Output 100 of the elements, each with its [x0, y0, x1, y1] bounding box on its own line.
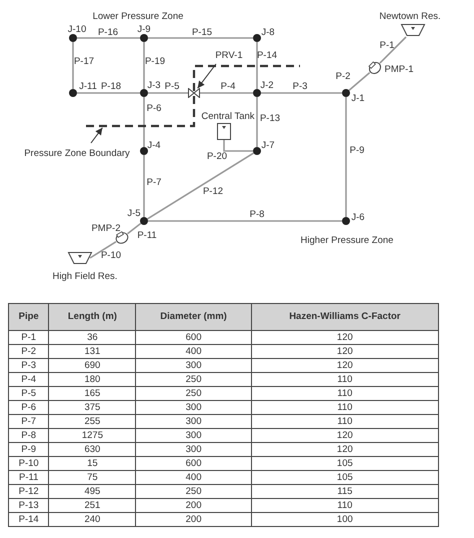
reservoir-label: Newtown Res. — [379, 12, 441, 22]
table-cell: P-13 — [8, 498, 49, 512]
column-header: Hazen-Williams C-Factor — [251, 304, 438, 330]
table-cell: 110 — [251, 414, 438, 428]
table-cell: 15 — [48, 456, 136, 470]
column-header: Length (m) — [48, 304, 136, 330]
pipe-label: P-4 — [220, 82, 236, 92]
pipe-label: P-1 — [380, 40, 394, 52]
junction-label: J-9 — [137, 24, 151, 36]
column-header: Diameter (mm) — [136, 304, 252, 330]
table-cell: 75 — [48, 470, 136, 484]
pipe-line — [379, 36, 407, 64]
pipe-line — [143, 42, 145, 89]
leader-arrow — [197, 64, 216, 89]
pipe-label: P-9 — [350, 146, 364, 156]
pipe-line — [77, 92, 140, 94]
pipe-label: P-12 — [202, 186, 224, 198]
callout-label: Pressure Zone Boundary — [24, 148, 130, 160]
table-cell: 300 — [136, 428, 252, 442]
table-cell: 180 — [48, 372, 136, 386]
table-cell: 300 — [136, 442, 252, 456]
pipe-label: P-6 — [146, 104, 162, 114]
table-cell: P-8 — [8, 428, 49, 442]
table-cell: 400 — [136, 470, 252, 484]
table-cell: 105 — [251, 470, 438, 484]
table-cell: 120 — [251, 344, 438, 358]
table-cell: P-9 — [8, 442, 49, 456]
table-cell: 1275 — [48, 428, 136, 442]
junction-label: J-4 — [147, 140, 161, 152]
pipe-label: P-17 — [74, 56, 94, 68]
junction-label: J-1 — [351, 94, 365, 104]
pipe-label: P-19 — [144, 56, 166, 68]
table-cell: 120 — [251, 442, 438, 456]
pipe-label: P-11 — [137, 230, 157, 242]
table-cell: P-2 — [8, 344, 49, 358]
pipe-line — [256, 42, 258, 89]
zone-label: Lower Pressure Zone — [92, 12, 184, 22]
pipe-line — [200, 92, 253, 94]
pipe-line — [348, 72, 370, 91]
pipe-line — [148, 92, 188, 94]
pipe-label: P-16 — [98, 28, 118, 38]
pipe-line — [223, 140, 253, 152]
table-cell: 131 — [48, 344, 136, 358]
pipe-line — [256, 97, 258, 147]
pipe-line — [72, 42, 74, 89]
pipe-label: P-15 — [192, 28, 212, 38]
table-cell: 120 — [251, 358, 438, 372]
table-cell: 690 — [48, 358, 136, 372]
junction-label: J-8 — [261, 28, 275, 38]
table-cell: 250 — [136, 484, 252, 498]
table-cell: 110 — [251, 372, 438, 386]
column-header: Pipe — [8, 304, 49, 330]
table-cell: 250 — [136, 386, 252, 400]
table-cell: P-4 — [8, 372, 49, 386]
junction-label: J-2 — [260, 80, 274, 92]
pipe-line — [143, 97, 145, 147]
table-cell: 600 — [136, 456, 252, 470]
pump-label: PMP-1 — [384, 64, 414, 76]
callout-label: PRV-1 — [215, 50, 243, 62]
table-cell: 250 — [136, 372, 252, 386]
table-cell: 600 — [136, 330, 252, 344]
table-cell: P-3 — [8, 358, 49, 372]
junction-label: J-5 — [127, 208, 141, 220]
table-cell: 110 — [251, 498, 438, 512]
table-cell: 400 — [136, 344, 252, 358]
pipe-label: P-8 — [250, 210, 264, 220]
pipe-line — [77, 37, 140, 39]
table-cell: 115 — [251, 484, 438, 498]
table-cell: P-1 — [8, 330, 49, 344]
table-cell: P-5 — [8, 386, 49, 400]
pump-label: PMP-2 — [91, 224, 120, 234]
table-cell: 251 — [48, 498, 136, 512]
pipe-line — [127, 222, 142, 234]
junction-label: J-11 — [79, 82, 97, 92]
table-cell: 300 — [136, 414, 252, 428]
table-cell: P-7 — [8, 414, 49, 428]
pipe-label: P-5 — [164, 82, 180, 92]
pipe-line — [148, 37, 253, 39]
pipe-line — [345, 97, 347, 217]
pipe-label: P-2 — [336, 72, 350, 82]
pipe-label: P-3 — [292, 82, 308, 92]
table-cell: P-14 — [8, 512, 49, 526]
leader-arrow — [90, 127, 103, 144]
table-cell: 110 — [251, 386, 438, 400]
table-cell: 165 — [48, 386, 136, 400]
table-cell: 255 — [48, 414, 136, 428]
table-cell: 110 — [251, 400, 438, 414]
table-cell: 120 — [251, 330, 438, 344]
pipe-line — [143, 155, 145, 217]
table-cell: P-6 — [8, 400, 49, 414]
table-cell: 375 — [48, 400, 136, 414]
pipe-line — [261, 92, 342, 94]
pipe-label: P-14 — [256, 50, 278, 62]
pipe-label: P-18 — [100, 82, 122, 92]
junction-label: J-7 — [261, 140, 275, 152]
table-cell: P-11 — [8, 470, 49, 484]
pipe-line — [148, 220, 342, 222]
pipe-label: P-7 — [146, 178, 162, 188]
pipe-label: P-20 — [206, 152, 228, 162]
pipe-line — [146, 152, 254, 220]
